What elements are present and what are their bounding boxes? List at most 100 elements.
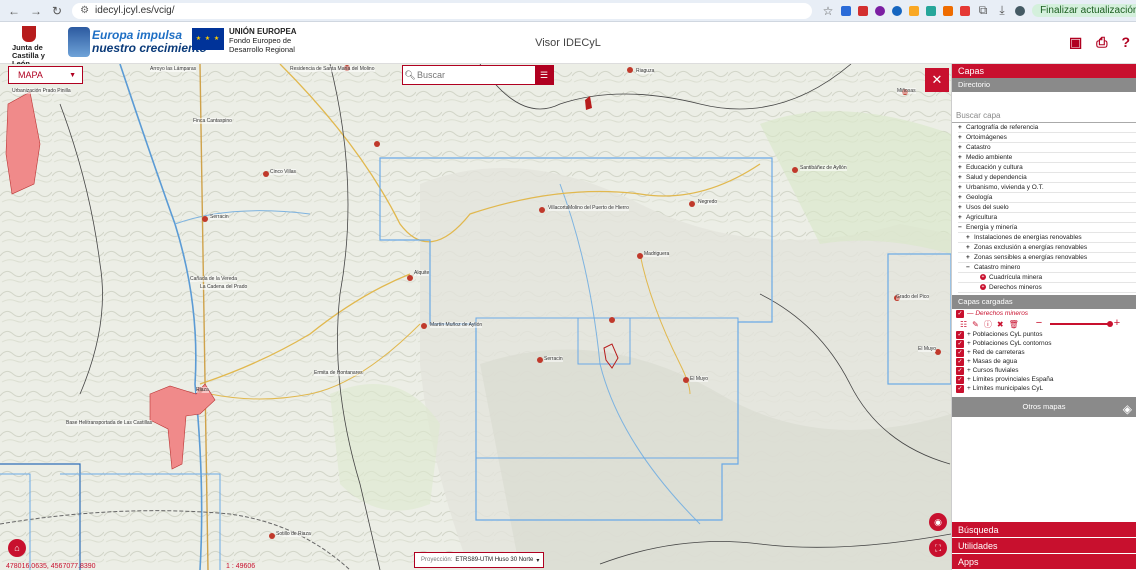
jcyl-logo[interactable]: Junta de Castilla y León	[12, 26, 64, 68]
eu-fund-text: UNIÓN EUROPEA Fondo Europeo de Desarroll…	[229, 27, 297, 54]
legend-icon[interactable]: ☷	[960, 319, 968, 329]
checkbox-checked-icon: ✓	[956, 375, 964, 384]
address-bar[interactable]: ⚙ idecyl.jcyl.es/vcig/	[72, 2, 813, 19]
tree-item[interactable]: +Urbanismo, vivienda y O.T.	[958, 183, 1136, 193]
directory-header[interactable]: Directorio	[952, 78, 1136, 92]
header-actions: ▣ ⎙ ?	[1069, 34, 1130, 51]
scale-readout: 1 : 49606	[226, 563, 256, 570]
loaded-layers-header[interactable]: Capas cargadas	[952, 295, 1136, 309]
map-canvas[interactable]: Arroyo las Lámparas Urbanización Prado P…	[0, 64, 951, 570]
extension-icon[interactable]	[926, 5, 937, 16]
extension-icon[interactable]	[909, 5, 920, 16]
coordinates-readout: 478016.0635, 4567077.8390	[6, 563, 96, 570]
tree-item[interactable]: +Agricultura	[958, 213, 1136, 223]
chevron-down-icon: ▼	[69, 72, 76, 79]
place-label: Riaguza	[636, 68, 655, 74]
fullscreen-icon[interactable]: ⛶	[929, 539, 947, 557]
place-label: Miñosas	[897, 88, 916, 94]
layer-search-input[interactable]: Buscar capa	[952, 109, 1136, 123]
tree-item[interactable]: +Educación y cultura	[958, 163, 1136, 173]
filter-icon[interactable]: ☰	[535, 66, 553, 84]
place-label: El Muyo	[690, 376, 709, 382]
tree-item[interactable]: +Geología	[958, 193, 1136, 203]
checkbox-checked-icon: ✓	[956, 384, 964, 393]
tree-item[interactable]: +Medio ambiente	[958, 153, 1136, 163]
checkbox-checked-icon: ✓	[956, 348, 964, 357]
tree-item[interactable]: −Energía y minería	[958, 223, 1136, 233]
opacity-slider[interactable]: − +	[1036, 317, 1120, 329]
other-maps-button[interactable]: Otros mapas ◈	[952, 397, 1136, 417]
tab-search[interactable]: Búsqueda	[952, 521, 1136, 537]
loaded-layer[interactable]: ✓+ Poblaciones CyL contornos	[956, 339, 1052, 348]
add-layer-icon: +	[980, 284, 986, 291]
site-settings-icon[interactable]: ⚙	[80, 5, 90, 16]
tree-subitem[interactable]: +Instalaciones de energías renovables	[958, 233, 1136, 243]
download-icon[interactable]: ⤓	[999, 3, 1005, 17]
tree-item[interactable]: +Ortoimágenes	[958, 133, 1136, 143]
extension-icon[interactable]	[875, 5, 886, 16]
jcyl-shield-icon	[22, 26, 36, 42]
tree-leaf[interactable]: +Derechos mineros	[958, 283, 1136, 293]
brush-icon[interactable]: ✎	[972, 319, 979, 329]
place-label: Serracin	[544, 356, 563, 362]
search-input[interactable]	[417, 70, 527, 80]
tab-utilities[interactable]: Utilidades	[952, 537, 1136, 553]
home-icon[interactable]: ⌂	[8, 539, 26, 557]
place-label: Cañada de la Vereda	[190, 276, 237, 282]
loaded-layer[interactable]: ✓+ Red de carreteras	[956, 348, 1025, 357]
tree-subitem[interactable]: −Catastro minero	[958, 263, 1136, 273]
loaded-layer-active[interactable]: ✓ — Derechos mineros	[956, 309, 1029, 318]
tree-leaf[interactable]: +Cuadrícula minera	[958, 273, 1136, 283]
forward-icon[interactable]: →	[30, 3, 42, 18]
bookmark-star-icon[interactable]: ☆	[822, 3, 834, 18]
globe-icon	[68, 27, 90, 57]
tree-subitem[interactable]: +Zonas sensibles a energías renovables	[958, 253, 1136, 263]
tree-item[interactable]: +Catastro	[958, 143, 1136, 153]
puzzle-icon[interactable]: ⧉	[978, 3, 988, 17]
loaded-layer[interactable]: ✓+ Límites provinciales España	[956, 375, 1054, 384]
layer-tree: +Cartografía de referencia +Ortoimágenes…	[952, 123, 1136, 293]
save-icon[interactable]: ▣	[1069, 34, 1083, 50]
print-icon[interactable]: ⎙	[1096, 34, 1108, 50]
basemap-select[interactable]: MAPA ▼	[8, 66, 83, 84]
place-label: Molino del Puerto de Hierro	[568, 205, 629, 211]
map-search[interactable]: 🔍︎ ☰	[402, 65, 554, 85]
gmail-icon[interactable]	[960, 5, 971, 16]
projection-select[interactable]: Proyección: ETRS89-UTM Huso 30 Norte ▾	[414, 552, 544, 568]
url-text: idecyl.jcyl.es/vcig/	[95, 5, 175, 16]
loaded-layer[interactable]: ✓+ Poblaciones CyL puntos	[956, 330, 1043, 339]
eu-slogan-logo: Europa impulsa nuestro crecimiento	[68, 27, 207, 59]
back-icon[interactable]: ←	[8, 3, 20, 18]
loaded-layer[interactable]: ✓+ Cursos fluviales	[956, 366, 1019, 375]
place-label: El Muyo	[918, 346, 937, 352]
info-icon[interactable]: ⓘ	[983, 319, 992, 329]
update-button[interactable]: Finalizar actualización	[1032, 4, 1136, 17]
slider-knob[interactable]	[1106, 321, 1113, 327]
browser-toolbar: ← → ↻ ⚙ idecyl.jcyl.es/vcig/ ☆ ⧉ ⤓ Final…	[0, 0, 1136, 22]
tab-apps[interactable]: Apps	[952, 553, 1136, 569]
plus-icon: +	[1113, 317, 1121, 329]
tree-subitem[interactable]: +Zonas exclusión a energías renovables	[958, 243, 1136, 253]
locate-icon[interactable]: ◉	[929, 513, 947, 531]
extension-icon[interactable]	[858, 5, 869, 16]
tree-item[interactable]: +Cartografía de referencia	[958, 123, 1136, 133]
place-label: Grado del Pico	[896, 294, 930, 300]
avatar[interactable]	[1015, 5, 1026, 16]
close-panel-button[interactable]: ✕	[925, 68, 949, 92]
extension-icon[interactable]	[841, 5, 852, 16]
loaded-layer[interactable]: ✓+ Límites municipales CyL	[956, 384, 1044, 393]
place-label: Riaza	[196, 387, 209, 393]
zoom-extent-icon[interactable]: ✖	[996, 319, 1004, 329]
extension-icon[interactable]	[943, 5, 954, 16]
extension-icon[interactable]	[892, 5, 903, 16]
tree-item[interactable]: +Salud y dependencia	[958, 173, 1136, 183]
trash-icon[interactable]: 🗑︎	[1008, 319, 1019, 329]
help-icon[interactable]: ?	[1121, 34, 1130, 50]
map-basemap	[0, 64, 951, 570]
loaded-layer[interactable]: ✓+ Masas de agua	[956, 357, 1018, 366]
panel-title[interactable]: Capas	[952, 64, 1136, 78]
reload-icon[interactable]: ↻	[52, 3, 63, 18]
checkbox-checked-icon: ✓	[956, 339, 964, 348]
tree-item[interactable]: +Usos del suelo	[958, 203, 1136, 213]
checkbox-checked-icon[interactable]: ✓	[956, 309, 964, 318]
